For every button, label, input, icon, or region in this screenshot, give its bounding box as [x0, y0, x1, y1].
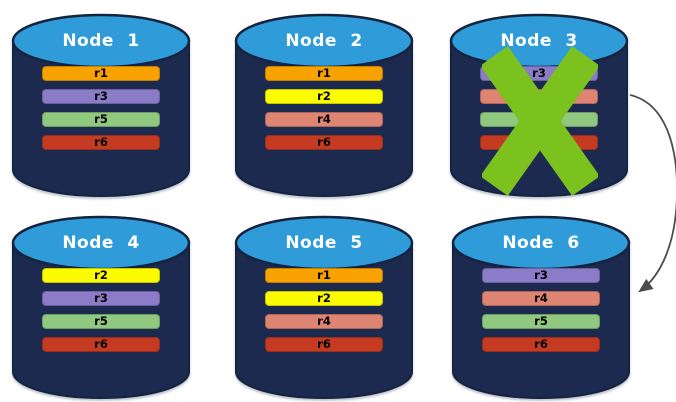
replica-bar: r4	[265, 314, 383, 329]
replica-bar: r1	[42, 66, 160, 81]
database-cylinder-icon	[451, 215, 631, 399]
replica-list: r1 r2 r4 r6	[265, 66, 383, 158]
replica-label: r3	[94, 290, 108, 305]
replica-bar: r2	[42, 268, 160, 283]
replica-bar: r3	[482, 268, 600, 283]
replica-label: r1	[94, 65, 108, 80]
replica-bar: r1	[265, 66, 383, 81]
replica-label: r5	[94, 313, 108, 328]
replica-bar: r5	[482, 314, 600, 329]
database-cylinder-icon	[11, 215, 191, 399]
replica-bar: r6	[265, 135, 383, 150]
node-title: Node 6	[502, 233, 580, 253]
replica-bar: r2	[265, 89, 383, 104]
replica-label: r1	[317, 65, 331, 80]
replica-bar: r3	[42, 291, 160, 306]
node-title: Node 5	[285, 233, 363, 253]
replica-label: r6	[534, 336, 548, 351]
node-6: Node 6 r3 r4 r5 r6	[450, 210, 632, 402]
replica-label: r3	[534, 267, 548, 282]
replica-label: r6	[317, 134, 331, 149]
replica-list: r1 r2 r4 r6	[265, 268, 383, 360]
replica-bar: r6	[42, 337, 160, 352]
node-5: Node 5 r1 r2 r4 r6	[233, 210, 415, 402]
replica-label: r4	[534, 290, 548, 305]
node-4: Node 4 r2 r3 r5 r6	[10, 210, 192, 402]
replica-label: r1	[317, 267, 331, 282]
failure-x-icon	[482, 46, 598, 196]
node-2: Node 2 r1 r2 r4 r6	[233, 8, 415, 200]
database-cylinder-icon	[234, 215, 414, 399]
replica-bar: r5	[42, 112, 160, 127]
replica-label: r2	[317, 290, 331, 305]
replica-label: r5	[94, 111, 108, 126]
database-cylinder-icon	[11, 13, 191, 197]
replica-label: r6	[94, 336, 108, 351]
replica-bar: r6	[42, 135, 160, 150]
replica-label: r6	[94, 134, 108, 149]
replica-list: r3 r4 r5 r6	[482, 268, 600, 360]
node-title: Node 3	[500, 31, 578, 51]
replica-label: r3	[532, 65, 546, 80]
replica-label: r4	[317, 111, 331, 126]
replica-list: r1 r3 r5 r6	[42, 66, 160, 158]
replica-bar: r1	[265, 268, 383, 283]
replica-label: r5	[534, 313, 548, 328]
node-title: Node 4	[62, 233, 140, 253]
replica-bar: r6	[265, 337, 383, 352]
node-title: Node 1	[62, 31, 140, 51]
replica-label: r4	[317, 313, 331, 328]
replica-label: r3	[94, 88, 108, 103]
replica-list: r2 r3 r5 r6	[42, 268, 160, 360]
replica-bar: r3	[42, 89, 160, 104]
node-1: Node 1 r1 r3 r5 r6	[10, 8, 192, 200]
replica-bar: r2	[265, 291, 383, 306]
node-title: Node 2	[285, 31, 363, 51]
replica-bar: r6	[482, 337, 600, 352]
replica-label: r6	[317, 336, 331, 351]
replica-label: r2	[94, 267, 108, 282]
replica-bar: r5	[42, 314, 160, 329]
replica-bar: r4	[265, 112, 383, 127]
failover-arrow-path	[629, 94, 676, 293]
replica-bar: r4	[482, 291, 600, 306]
replica-label: r2	[317, 88, 331, 103]
